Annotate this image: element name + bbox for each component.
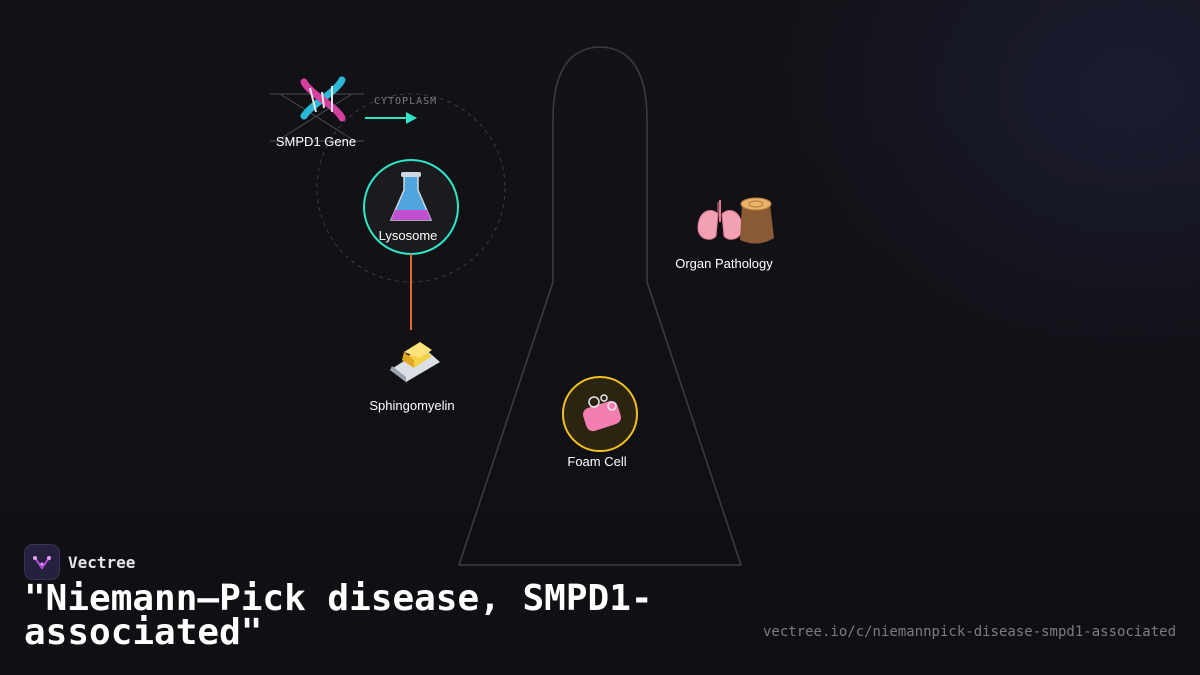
- soap-icon: [582, 394, 622, 432]
- flask-outline: [457, 46, 743, 566]
- lysosome-label: Lysosome: [379, 228, 438, 243]
- gene-label: SMPD1 Gene: [276, 134, 356, 149]
- vectree-logo: [24, 544, 60, 580]
- source-url[interactable]: vectree.io/c/niemannpick-disease-smpd1-a…: [762, 624, 1176, 640]
- dna-icon: [300, 76, 346, 122]
- vectree-logo-icon: [33, 556, 51, 569]
- foam-cell-label: Foam Cell: [567, 454, 626, 469]
- arrow-head: [406, 112, 417, 124]
- sphingomyelin-label: Sphingomyelin: [369, 398, 454, 413]
- organ-pathology-label: Organ Pathology: [675, 256, 773, 271]
- brand-name: Vectree: [68, 552, 136, 572]
- butter-icon: [390, 342, 440, 382]
- flask-icon: [389, 172, 433, 221]
- page-title: "Niemann–Pick disease, SMPD1-associated": [24, 578, 653, 653]
- brand: Vectree: [24, 544, 135, 580]
- lungs-wood-icon: [697, 197, 774, 244]
- compartment-label: CYTOPLASM: [374, 96, 437, 107]
